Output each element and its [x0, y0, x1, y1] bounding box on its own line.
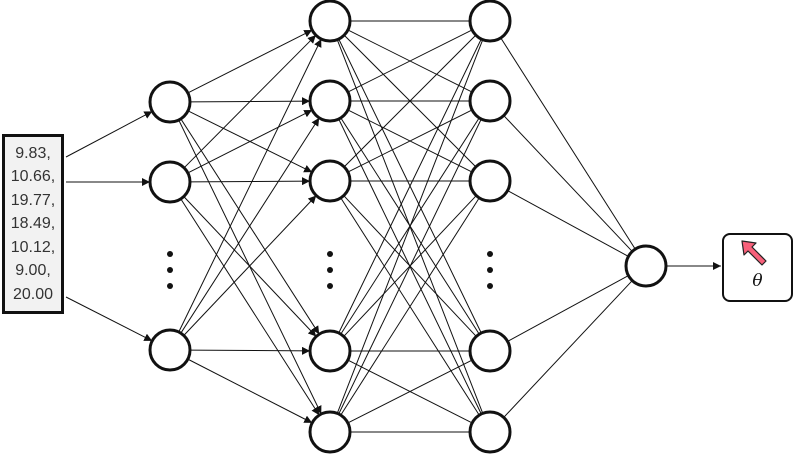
connection-edge	[187, 29, 313, 94]
connection-edge	[180, 117, 320, 334]
input-value: 19.77,	[10, 191, 56, 209]
input-value: 20.00	[12, 285, 54, 303]
connection-edge	[336, 39, 484, 414]
output-symbol: θ	[752, 271, 763, 291]
ellipses	[167, 251, 493, 289]
neuron-node	[308, 159, 352, 203]
connection-edge	[507, 190, 629, 257]
neuron-node	[308, 0, 352, 43]
input-value: 10.66,	[10, 168, 56, 186]
vertical-ellipsis	[327, 251, 333, 289]
red-arrow-icon	[741, 240, 767, 266]
connection-edge	[178, 38, 322, 333]
neurons	[148, 0, 668, 454]
connection-edge	[183, 34, 317, 169]
connection-edge	[183, 195, 317, 336]
input-value: 9.83,	[15, 144, 51, 162]
input-value: 18.49,	[10, 215, 56, 233]
input-vector-box: 9.83, 10.66, 19.77, 18.49, 10.12, 9.00, …	[2, 134, 64, 314]
connection-edge	[338, 118, 482, 415]
connection-edge	[507, 275, 629, 342]
connection-edge	[347, 359, 473, 424]
connection-edge	[503, 115, 633, 252]
connection-edge	[180, 118, 320, 335]
neuron-node	[148, 160, 192, 204]
neuron-node	[468, 0, 512, 43]
neuron-node	[308, 410, 352, 454]
connection-edge	[343, 34, 477, 168]
connection-edge	[187, 358, 313, 424]
input-arrow	[65, 110, 153, 158]
neuron-node	[468, 159, 512, 203]
neuron-node	[308, 79, 352, 123]
input-arrow	[65, 296, 153, 342]
connection-edge	[183, 196, 317, 337]
neuron-node	[468, 410, 512, 454]
output-box: θ	[722, 233, 793, 302]
input-value: 10.12,	[10, 238, 56, 256]
connection-edge	[189, 346, 311, 355]
connection-edge	[180, 198, 320, 416]
neuron-node	[148, 328, 192, 372]
connection-edge	[347, 29, 473, 93]
vertical-ellipsis	[487, 251, 493, 289]
vertical-ellipsis	[167, 251, 173, 289]
connections	[65, 20, 721, 433]
connection-edge	[187, 109, 313, 174]
neuron-node	[148, 80, 192, 124]
neuron-node	[468, 329, 512, 373]
neuron-node	[624, 244, 668, 288]
connection-edge	[503, 280, 633, 418]
connection-edge	[340, 197, 480, 416]
neuron-node	[308, 329, 352, 373]
connection-edge	[189, 177, 311, 186]
connection-edge	[500, 37, 636, 250]
input-value: 9.00,	[15, 262, 51, 280]
connection-edge	[338, 38, 482, 334]
neuron-node	[468, 79, 512, 123]
